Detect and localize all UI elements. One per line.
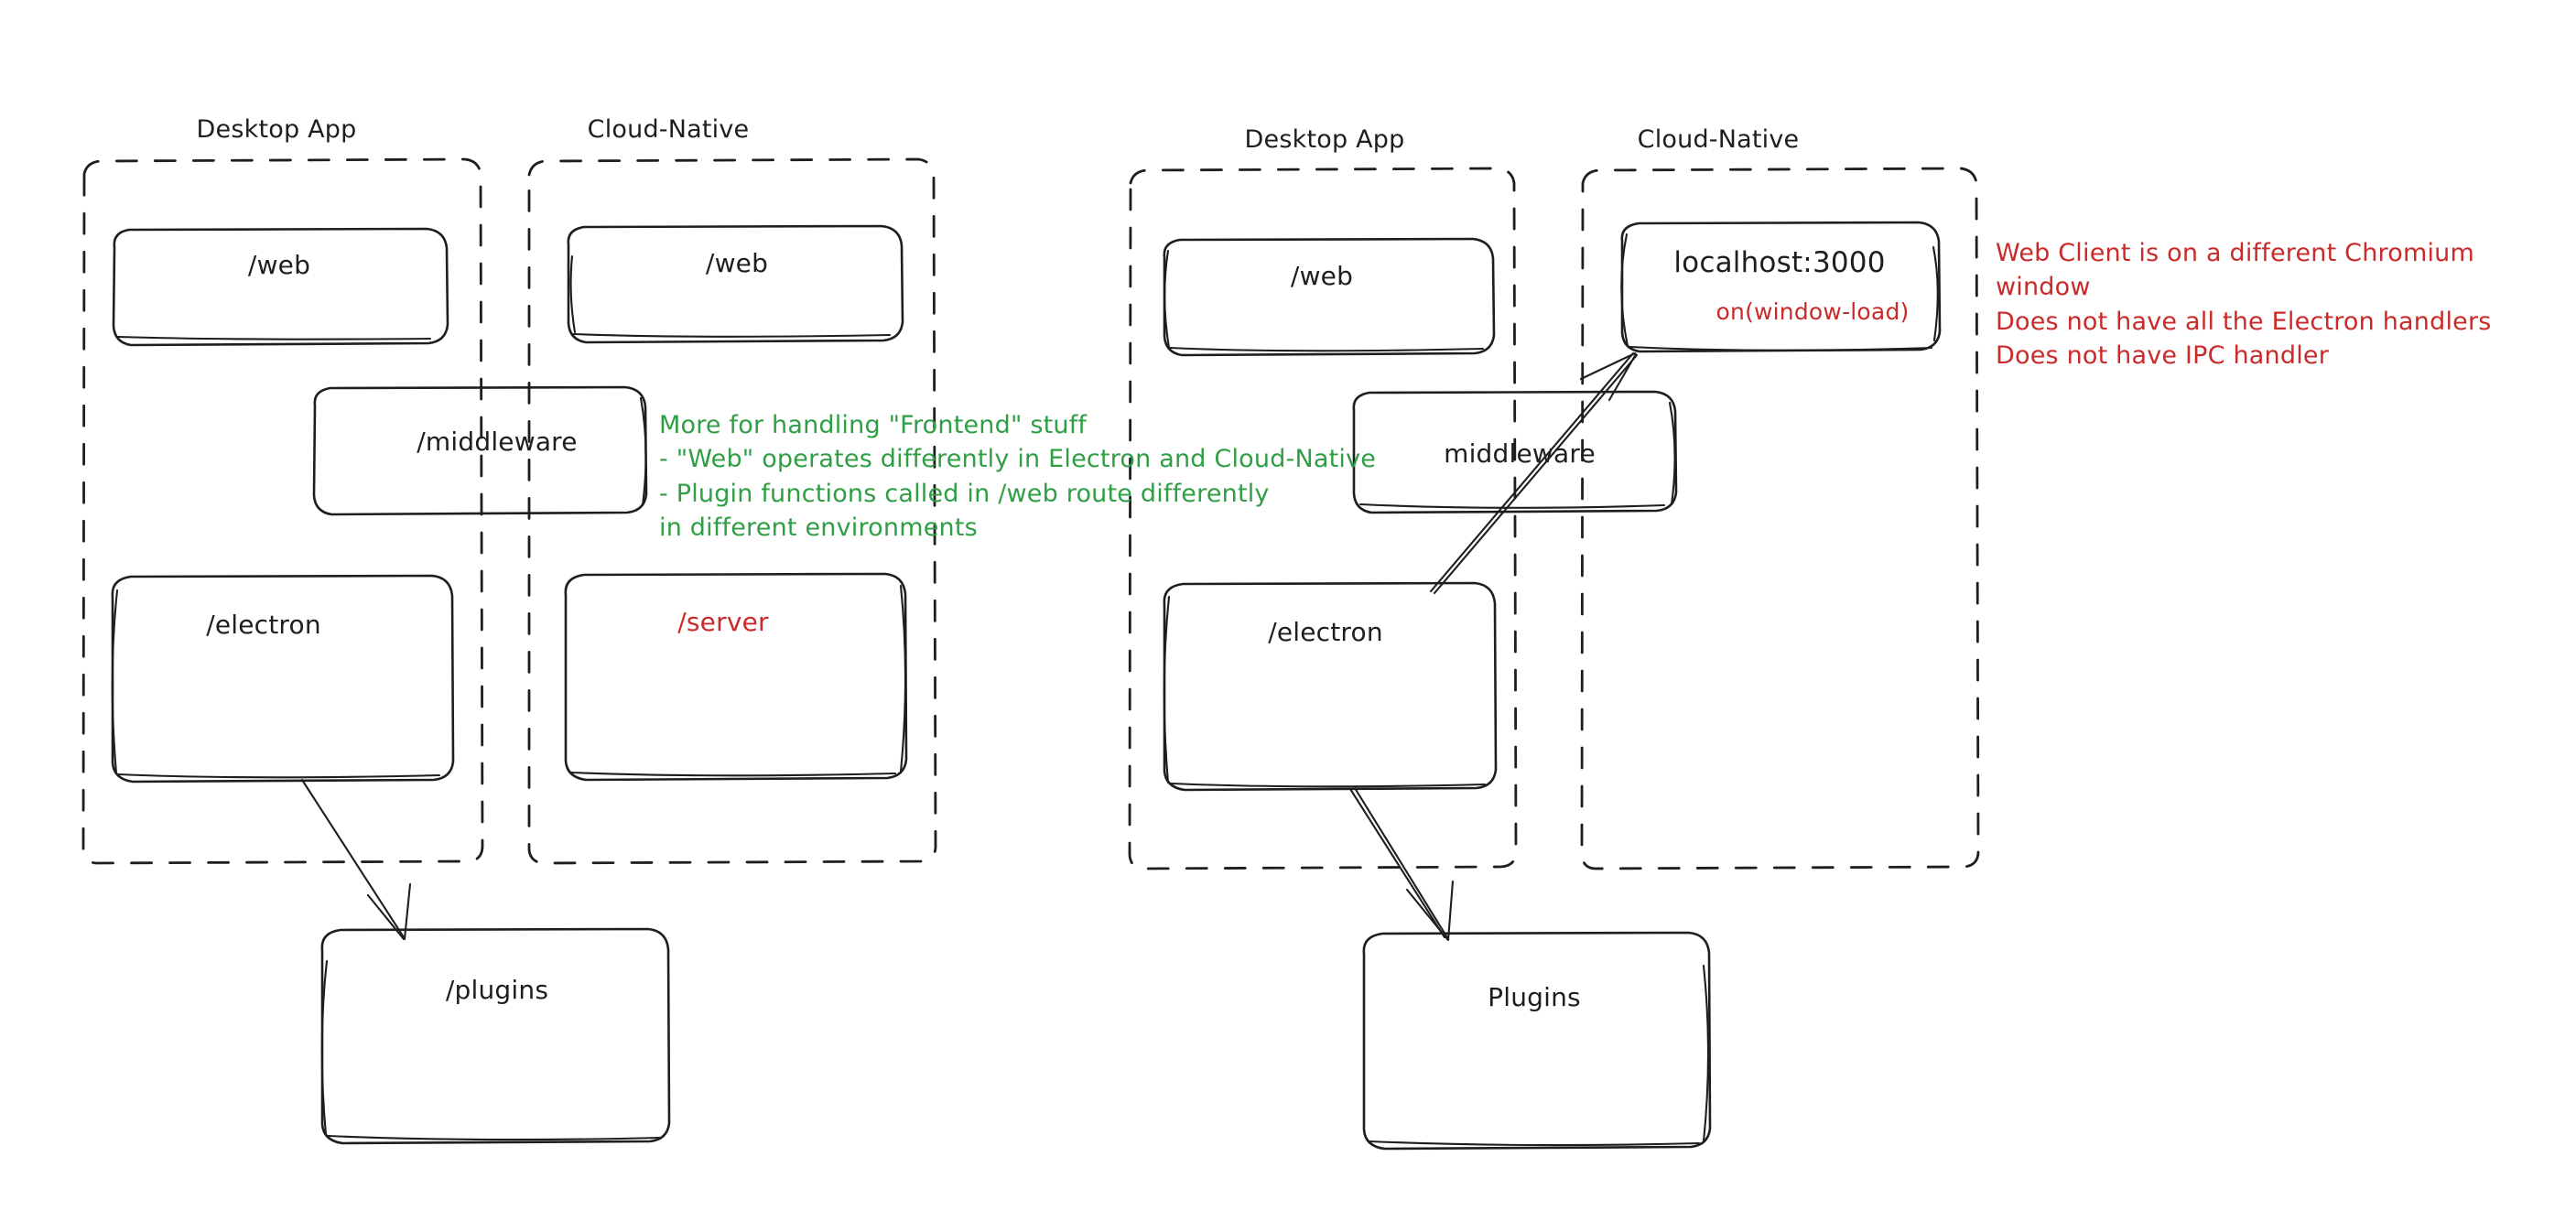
left-group-title-cloud-native: Cloud-Native — [587, 115, 750, 144]
left-node-label-electron: /electron — [206, 610, 321, 640]
right-web-desktop-shape — [1163, 237, 1496, 357]
left-desktop-app-container — [81, 157, 484, 865]
left-cloud-native-container — [527, 157, 937, 865]
right-node-label-localhost: localhost:3000 — [1673, 246, 1886, 279]
green-annotation-note: More for handling "Frontend" stuff - "We… — [659, 411, 1377, 542]
left-electron-shape — [111, 574, 455, 784]
right-localhost-shape — [1620, 221, 1942, 353]
right-cloud-native-container — [1580, 167, 1980, 870]
left-node-label-web-cloud: /web — [705, 248, 769, 278]
right-node-label-electron: /electron — [1268, 617, 1383, 647]
red-annotation-note: Web Client is on a different Chromium wi… — [1996, 239, 2492, 370]
left-node-label-web-desktop: /web — [247, 250, 311, 280]
right-node-label-web-desktop: /web — [1290, 261, 1354, 291]
left-node-label-middleware: /middleware — [417, 427, 578, 457]
left-electron-to-plugins-arrow — [300, 778, 412, 941]
left-web-cloud-shape — [567, 224, 904, 344]
right-group-title-cloud-native: Cloud-Native — [1637, 125, 1800, 154]
right-node-sublabel-on-window-load: on(window-load) — [1716, 298, 1910, 325]
left-server-shape — [564, 572, 908, 782]
right-plugins-shape — [1362, 931, 1712, 1151]
right-group-title-desktop-app: Desktop App — [1244, 125, 1405, 154]
left-middleware-shape — [312, 385, 648, 516]
right-electron-shape — [1163, 581, 1498, 792]
right-node-label-plugins: Plugins — [1488, 982, 1581, 1012]
electron-to-localhost-arrow — [1429, 351, 1639, 595]
left-group-title-desktop-app: Desktop App — [196, 115, 357, 144]
right-node-label-middleware: middleware — [1444, 438, 1596, 469]
right-electron-to-plugins-arrow — [1348, 786, 1455, 942]
left-web-desktop-shape — [112, 227, 449, 347]
left-plugins-shape — [320, 927, 671, 1145]
left-node-label-plugins: /plugins — [445, 975, 549, 1005]
right-desktop-app-container — [1128, 167, 1518, 870]
left-node-label-server: /server — [677, 607, 769, 637]
